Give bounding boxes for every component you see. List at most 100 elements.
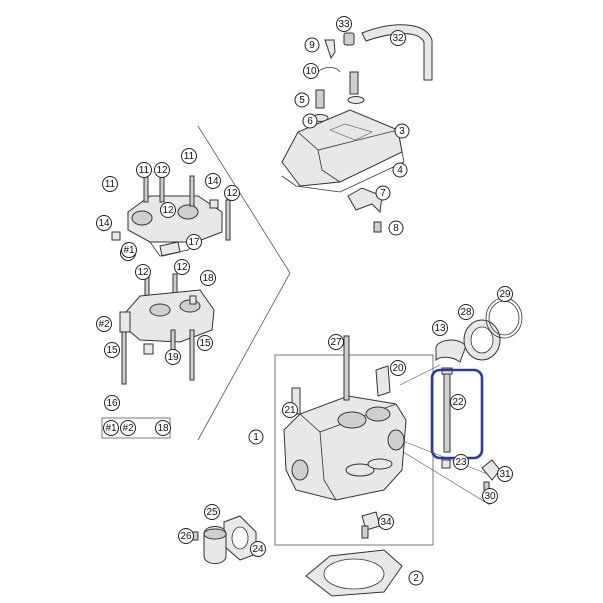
callout-11: 11 (181, 148, 197, 164)
callout-26: 26 (178, 528, 194, 544)
callout-label: 11 (139, 165, 150, 176)
callout-6: 6 (302, 113, 318, 129)
callout-3: 3 (394, 123, 410, 139)
callout-label: #2 (122, 423, 134, 434)
callout-label: 11 (105, 179, 116, 190)
callout-circle (181, 148, 197, 164)
callout-27: 27 (328, 334, 344, 350)
callout-label: 31 (499, 469, 511, 480)
cylinder-head (283, 395, 407, 501)
callout-13: 13 (432, 320, 448, 336)
callout-circle (458, 304, 474, 320)
cover-grommet-right (347, 96, 365, 104)
callout-4: 4 (392, 162, 408, 178)
callout-33: 33 (336, 16, 352, 32)
callout-circle (121, 242, 137, 258)
callout-12: 12 (224, 185, 240, 201)
callout-12: 12 (154, 162, 170, 178)
callout-ref-2: #2 (96, 316, 112, 332)
callout-circle (303, 63, 319, 79)
callout-14: 14 (96, 215, 112, 231)
callout-21: 21 (282, 402, 298, 418)
callout-label: 9 (309, 40, 315, 51)
callout-circle (174, 259, 190, 275)
callout-28: 28 (458, 304, 474, 320)
callout-7: 7 (375, 185, 391, 201)
callout-label: #2 (98, 319, 110, 330)
callout-25: 25 (204, 504, 220, 520)
callout-label: 6 (307, 116, 313, 127)
callout-circle (304, 37, 320, 53)
callout-label: 22 (452, 397, 464, 408)
intake-ring-parts (435, 297, 523, 363)
callout-circle (96, 316, 112, 332)
callout-label: 15 (199, 338, 211, 349)
callout-label: 7 (380, 188, 386, 199)
camshaft-assembly (111, 171, 231, 257)
callout-label: 14 (207, 176, 219, 187)
hose-fitting (343, 32, 355, 46)
callout-circle (375, 185, 391, 201)
callout-circle (104, 395, 120, 411)
cover-bolt-left (315, 89, 325, 109)
callout-label: 5 (299, 95, 305, 106)
callout-label: #1 (105, 423, 117, 434)
callout-label: 12 (137, 267, 149, 278)
callout-label: 17 (188, 237, 200, 248)
callout-ref-1: #1 (121, 242, 137, 258)
callout-circle (282, 402, 298, 418)
callout-circle (103, 420, 119, 436)
rocker-arm-assembly (119, 273, 215, 385)
callout-label: 26 (180, 531, 192, 542)
callout-circle (392, 162, 408, 178)
intake-flange-parts (191, 515, 257, 564)
callout-label: 2 (413, 573, 419, 584)
callout-12: 12 (135, 264, 151, 280)
valve-cover (281, 109, 403, 187)
callout-circle (328, 334, 344, 350)
hose-clip (317, 67, 341, 73)
callout-label: 18 (157, 423, 169, 434)
callout-label: 12 (162, 205, 174, 216)
callout-label: 18 (202, 273, 214, 284)
callout-circle (497, 466, 513, 482)
bracket-screw (373, 221, 382, 233)
callout-1: 1 (248, 429, 264, 445)
callout-label: 11 (184, 151, 195, 162)
callout-29: 29 (497, 286, 513, 302)
callout-14: 14 (205, 173, 221, 189)
callout-circle (165, 349, 181, 365)
callout-label: #1 (123, 245, 135, 256)
callout-label: 4 (397, 165, 403, 176)
callout-19: 19 (165, 349, 181, 365)
callout-circle (204, 504, 220, 520)
selection-highlight-box (430, 368, 484, 460)
callout-15: 15 (197, 335, 213, 351)
callout-circle (120, 420, 136, 436)
callout-32: 32 (390, 30, 406, 46)
callout-17: 17 (186, 234, 202, 250)
callout-label: 8 (393, 223, 399, 234)
callout-circle (378, 514, 394, 530)
callout-circle (432, 320, 448, 336)
callout-circle (200, 270, 216, 286)
callout-label: 28 (460, 307, 472, 318)
valve-cover-assembly (281, 24, 433, 233)
callout-12: 12 (174, 259, 190, 275)
callout-circle (197, 335, 213, 351)
callout-circle (104, 342, 120, 358)
callout-5: 5 (294, 92, 310, 108)
callout-18: 18 (200, 270, 216, 286)
callout-24: 24 (250, 541, 266, 557)
callout-circle (450, 394, 466, 410)
callout-circle (224, 185, 240, 201)
callout-label: 32 (392, 33, 404, 44)
callout-circle (250, 541, 266, 557)
callout-circle (336, 16, 352, 32)
callout-circle (160, 202, 176, 218)
head-gasket (305, 549, 403, 597)
callout-30: 30 (482, 488, 498, 504)
callout-circle (154, 162, 170, 178)
breather-hose (361, 24, 433, 81)
